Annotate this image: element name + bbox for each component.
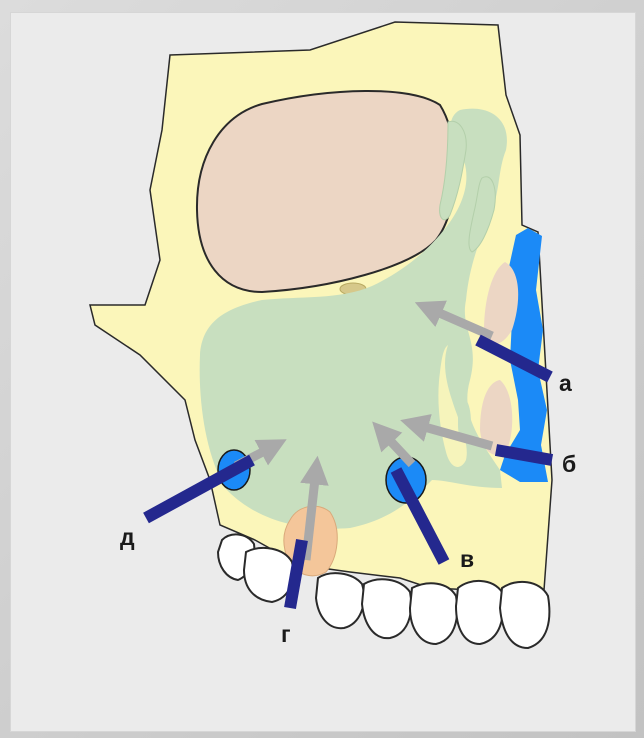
label-g: г xyxy=(281,621,291,647)
label-d: д xyxy=(120,524,135,550)
label-b: б xyxy=(562,451,576,477)
label-v: в xyxy=(460,546,474,572)
tooth xyxy=(316,573,364,628)
tooth xyxy=(500,582,549,648)
tooth xyxy=(244,548,293,602)
tooth xyxy=(362,579,411,638)
tooth xyxy=(410,583,457,644)
tooth xyxy=(456,581,503,644)
label-a: а xyxy=(559,370,572,396)
